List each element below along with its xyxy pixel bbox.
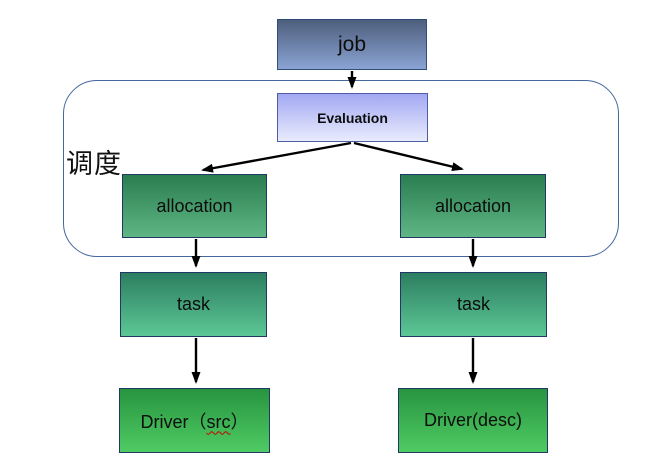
node-job: job — [277, 19, 427, 70]
scheduling-group-border — [63, 80, 619, 257]
node-allocation-right: allocation — [400, 174, 546, 238]
driver-src-prefix: Driver（ — [140, 411, 207, 432]
node-task-left: task — [120, 272, 267, 337]
node-evaluation: Evaluation — [277, 93, 428, 142]
node-driver-desc: Driver(desc) — [398, 388, 548, 453]
node-driver-src-label: Driver（src） — [141, 408, 249, 434]
node-evaluation-label: Evaluation — [317, 109, 388, 126]
driver-src-suffix: ） — [230, 411, 249, 432]
scheduling-group-label: 调度 — [66, 149, 122, 179]
node-allocation-left: allocation — [122, 174, 267, 238]
node-allocation-left-label: allocation — [156, 195, 233, 216]
node-driver-src: Driver（src） — [119, 388, 270, 453]
node-task-right: task — [400, 272, 547, 337]
driver-src-misspelled-word: src — [206, 411, 231, 432]
node-driver-desc-label: Driver(desc) — [423, 410, 522, 430]
node-allocation-right-label: allocation — [434, 195, 512, 216]
node-job-label: job — [337, 32, 367, 56]
node-task-left-label: task — [176, 294, 210, 314]
node-task-right-label: task — [456, 294, 490, 314]
